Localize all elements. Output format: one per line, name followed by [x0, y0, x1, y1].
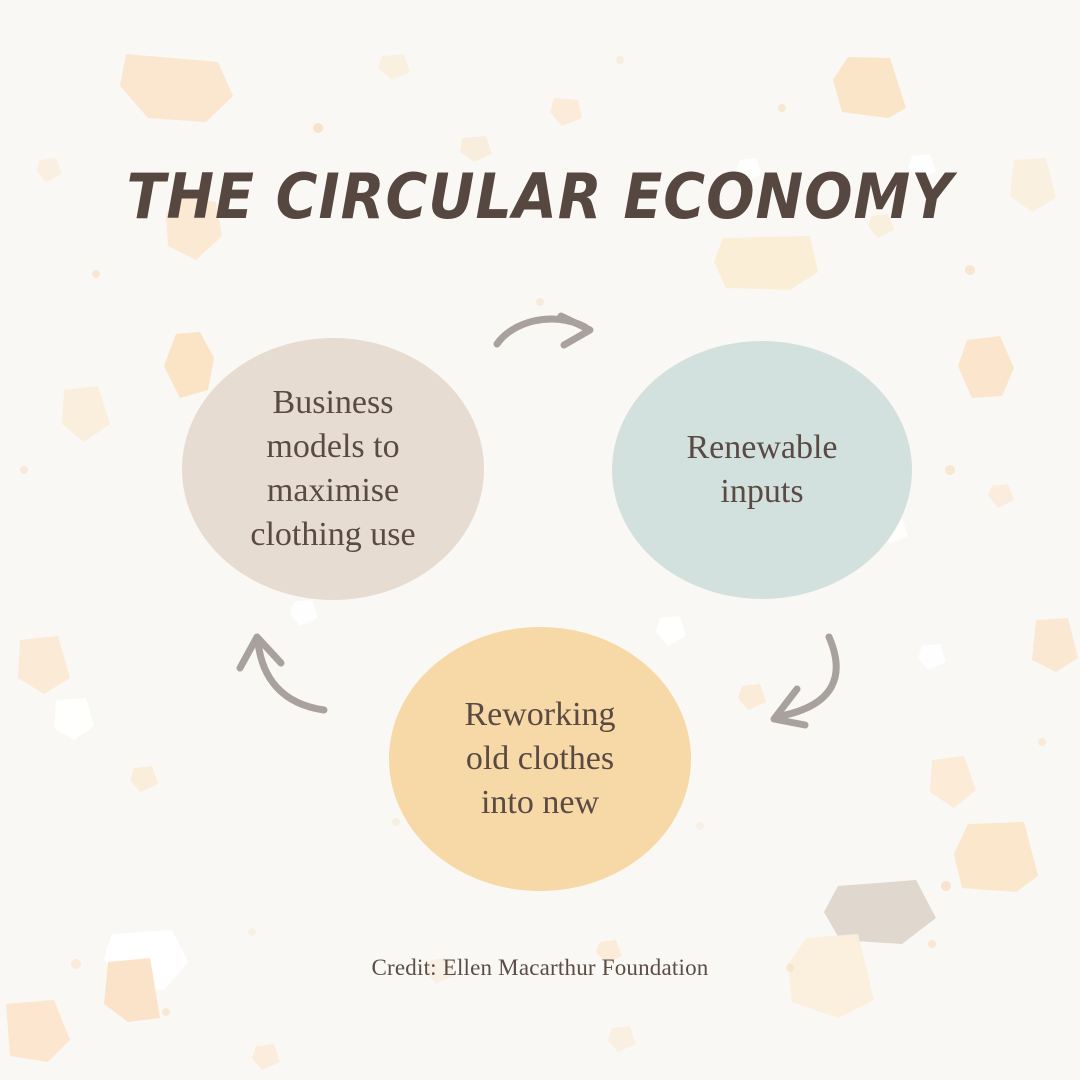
terrazzo-chip [930, 756, 976, 808]
terrazzo-chip [918, 644, 946, 670]
page-title: THE CIRCULAR ECONOMY [126, 160, 954, 233]
terrazzo-chip [616, 56, 624, 64]
cycle-node-label: Business models to maximise clothing use [250, 383, 416, 554]
terrazzo-chip [714, 236, 818, 290]
terrazzo-chip [945, 465, 955, 475]
terrazzo-chip [62, 386, 110, 442]
terrazzo-chip [290, 600, 318, 626]
terrazzo-chip [130, 766, 158, 792]
terrazzo-chip [954, 822, 1038, 892]
terrazzo-chip [252, 1044, 280, 1070]
arrow-business-to-renewable [493, 312, 594, 349]
terrazzo-chip [248, 928, 256, 936]
terrazzo-chip [1032, 618, 1078, 672]
terrazzo-chip [536, 298, 544, 306]
arrow-renewable-to-rework [770, 633, 840, 729]
cycle-node-business-models[interactable]: Business models to maximise clothing use [182, 338, 484, 600]
terrazzo-chip [54, 698, 94, 740]
terrazzo-chip [162, 1008, 170, 1016]
cycle-node-renewable-inputs[interactable]: Renewable inputs [612, 341, 912, 599]
terrazzo-chip [18, 636, 70, 694]
cycle-node-label: Renewable inputs [686, 428, 838, 510]
arrow-rework-to-business [236, 633, 328, 714]
terrazzo-chip [1038, 738, 1046, 746]
terrazzo-chip [460, 136, 492, 162]
terrazzo-chip [656, 616, 686, 646]
terrazzo-chip [738, 684, 766, 710]
terrazzo-chip [824, 880, 936, 944]
cycle-node-reworking-clothes[interactable]: Reworking old clothes into new [389, 627, 691, 891]
terrazzo-chip [928, 940, 936, 948]
terrazzo-chip [696, 822, 704, 830]
terrazzo-chip [608, 1026, 636, 1052]
terrazzo-chip [313, 123, 323, 133]
terrazzo-chip [378, 54, 410, 80]
terrazzo-chip [120, 54, 233, 122]
terrazzo-chip [833, 57, 906, 118]
terrazzo-chip [958, 336, 1014, 398]
terrazzo-chip [20, 466, 28, 474]
credit-line: Credit: Ellen Macarthur Foundation [371, 955, 709, 980]
terrazzo-chip [92, 270, 100, 278]
terrazzo-chip [941, 881, 951, 891]
terrazzo-chip [965, 265, 975, 275]
cycle-node-label: Reworking old clothes into new [464, 695, 616, 822]
terrazzo-chip [550, 98, 582, 126]
terrazzo-chip [988, 484, 1014, 508]
terrazzo-chip [392, 818, 400, 826]
terrazzo-chip [6, 1000, 70, 1062]
terrazzo-chip [164, 332, 214, 398]
terrazzo-chip [778, 104, 786, 112]
